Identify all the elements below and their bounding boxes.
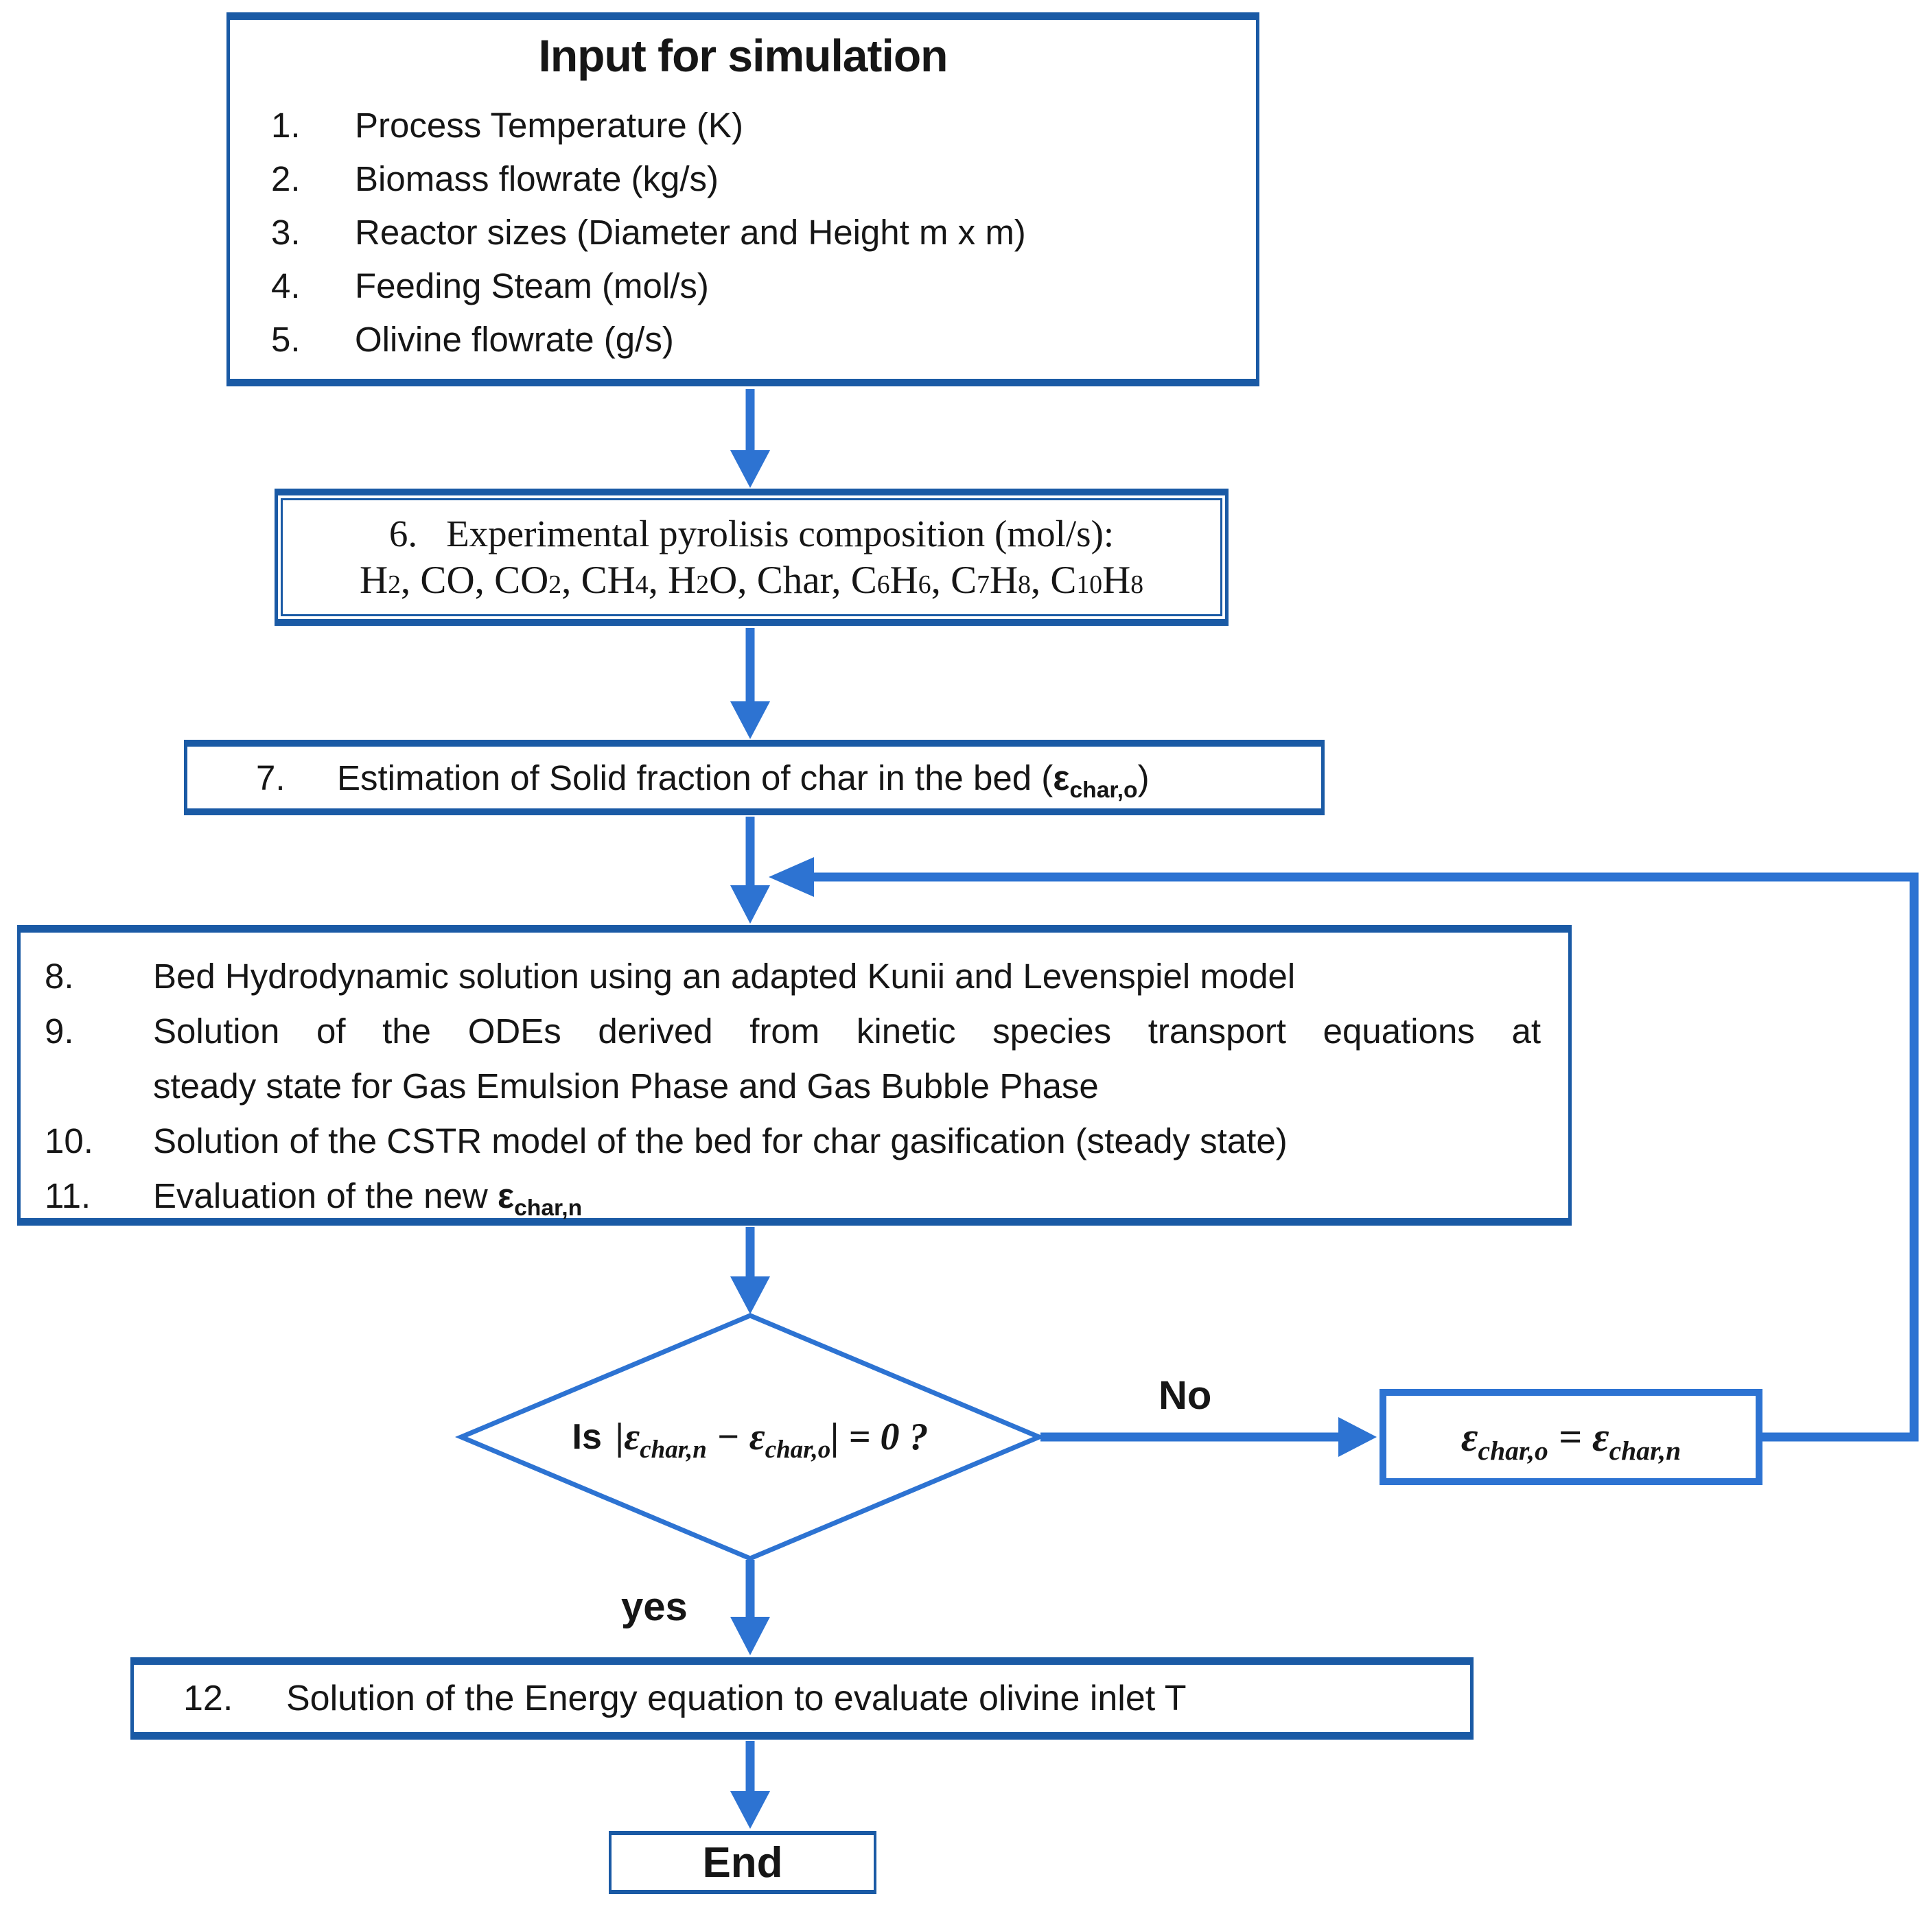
item-number: 7. <box>256 758 286 797</box>
energy-box: 12. Solution of the Energy equation to e… <box>130 1657 1474 1740</box>
no-branch-label: No <box>1159 1373 1212 1418</box>
decision-diamond <box>454 1313 1046 1561</box>
arrow-solver-to-decision <box>730 1227 770 1314</box>
item-number: 4. <box>271 266 301 305</box>
item-text: Biomass flowrate (kg/s) <box>355 159 719 198</box>
item-number: 1. <box>271 105 301 145</box>
list-item: 11. Evaluation of the new εchar,n <box>45 1169 1541 1224</box>
decision-expression: |εchar,n − εchar,o| = 0 ? <box>615 1416 929 1464</box>
item-text: Process Temperature (K) <box>355 105 743 145</box>
arrow-decision-to-assign <box>1040 1417 1377 1457</box>
assignment-expression: εchar,o = εchar,n <box>1460 1414 1681 1466</box>
feedback-connector <box>769 857 1919 1442</box>
list-item: 10. Solution of the CSTR model of the be… <box>45 1114 1541 1169</box>
yes-branch-label: yes <box>621 1585 688 1629</box>
pyrolysis-box-inner: 6. Experimental pyrolisis composition (m… <box>281 498 1222 616</box>
list-item: 2. Biomass flowrate (kg/s) <box>230 152 1256 205</box>
list-item: 1. Process Temperature (K) <box>230 98 1256 152</box>
arrow-estimation-to-solver <box>730 817 770 924</box>
epsilon-symbol: εchar,n <box>497 1176 583 1222</box>
energy-text: Solution of the Energy equation to evalu… <box>286 1679 1187 1718</box>
item-number: 3. <box>271 212 301 252</box>
item-text: Olivine flowrate (g/s) <box>355 319 674 359</box>
item-number: 8. <box>45 957 74 996</box>
decision-condition: Is |εchar,n − εchar,o| = 0 ? <box>461 1316 1039 1558</box>
list-item: 3. Reactor sizes (Diameter and Height m … <box>230 205 1256 259</box>
item-text: Reactor sizes (Diameter and Height m x m… <box>355 212 1026 252</box>
list-item: 5. Olivine flowrate (g/s) <box>230 312 1256 366</box>
end-label: End <box>702 1838 783 1886</box>
item-number: 6. <box>388 513 418 554</box>
input-box-title: Input for simulation <box>538 30 948 81</box>
list-item: 8. Bed Hydrodynamic solution using an ad… <box>45 949 1541 1004</box>
item-number: 11. <box>45 1176 91 1215</box>
estimation-box: 7. Estimation of Solid fraction of char … <box>184 740 1325 815</box>
arrow-decision-to-energy <box>730 1560 770 1655</box>
pyrolysis-heading: 6. Experimental pyrolisis composition (m… <box>283 512 1220 555</box>
epsilon-symbol: εchar,o <box>1053 758 1138 803</box>
estimation-text: Estimation of Solid fraction of char in … <box>337 758 1150 803</box>
item-number: 9. <box>45 1012 74 1051</box>
item-number: 12. <box>183 1679 233 1718</box>
item-text: Solution of the ODEs derived from kineti… <box>153 1012 1541 1106</box>
list-item: 9. Solution of the ODEs derived from kin… <box>45 1004 1541 1114</box>
assignment-box: εchar,o = εchar,n <box>1380 1389 1762 1485</box>
input-box: Input for simulation 1. Process Temperat… <box>226 12 1259 386</box>
list-item: 4. Feeding Steam (mol/s) <box>230 259 1256 312</box>
item-text: Solution of the CSTR model of the bed fo… <box>153 1121 1288 1160</box>
arrow-energy-to-end <box>730 1741 770 1829</box>
input-box-list: 1. Process Temperature (K) 2. Biomass fl… <box>230 98 1256 366</box>
arrow-pyrolysis-to-estimation <box>730 628 770 739</box>
item-text: Feeding Steam (mol/s) <box>355 266 709 305</box>
decision-prefix: Is <box>572 1417 602 1457</box>
arrow-input-to-pyrolysis <box>730 389 770 488</box>
item-number: 10. <box>45 1121 93 1160</box>
pyrolysis-box: 6. Experimental pyrolisis composition (m… <box>275 489 1229 626</box>
item-text: Bed Hydrodynamic solution using an adapt… <box>153 957 1296 996</box>
item-text: Evaluation of the new εchar,n <box>153 1176 583 1222</box>
solver-box: 8. Bed Hydrodynamic solution using an ad… <box>17 925 1572 1226</box>
heading-text: Experimental pyrolisis composition (mol/… <box>446 513 1115 554</box>
end-box: End <box>609 1831 876 1894</box>
item-number: 2. <box>271 159 301 198</box>
item-number: 5. <box>271 319 301 359</box>
